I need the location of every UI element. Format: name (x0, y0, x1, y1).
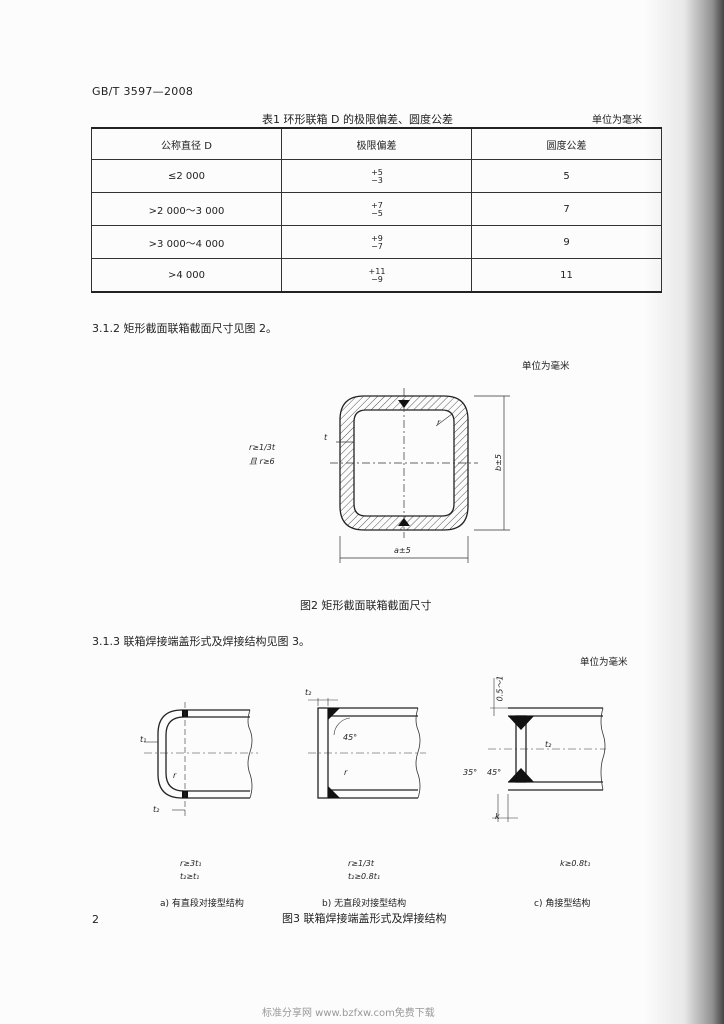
cell-deviation: +5−3 (281, 159, 472, 193)
fig2-rect-section-drawing (330, 388, 510, 563)
table-row: ≤2 000 +5−3 5 (91, 159, 662, 193)
fig3b-note-2: t₂≥0.8t₁ (348, 872, 381, 881)
fig3a-note-2: t₂≥t₁ (180, 872, 200, 881)
col-header-roundness: 圆度公差 (471, 127, 662, 160)
fig3c-k-label: k (495, 812, 500, 821)
section-3-1-2: 3.1.2 矩形截面联箱截面尺寸见图 2。 (92, 322, 277, 335)
table-row: >2 000～3 000 +7−5 7 (91, 192, 662, 226)
fig3b-angle-label: 45° (343, 733, 358, 742)
cell-diameter: >3 000～4 000 (91, 225, 282, 259)
cell-roundness: 11 (471, 258, 662, 293)
fig3c-note-1: k≥0.8t₁ (560, 859, 591, 868)
fig3b-t2-label: t₂ (305, 688, 312, 697)
fig3a-t1-label: t₁ (140, 735, 147, 744)
cell-roundness: 7 (471, 192, 662, 226)
footer-watermark: 标准分享网 www.bzfxw.com免费下载 (262, 1008, 435, 1019)
fig2-radius-label: r (437, 418, 441, 427)
fig3a-subcaption: a) 有直段对接型结构 (160, 899, 244, 909)
fig3a-r-label: r (173, 771, 177, 780)
fig3b-note-1: r≥1/3t (348, 859, 375, 868)
fig3-unit: 单位为毫米 (580, 657, 628, 668)
page-number: 2 (92, 913, 99, 926)
cell-roundness: 9 (471, 225, 662, 259)
fig2-width-dim: a±5 (394, 546, 411, 555)
fig3a-drawing (144, 702, 258, 818)
cell-diameter: >4 000 (91, 258, 282, 293)
fig2-unit: 单位为毫米 (522, 361, 570, 372)
cell-deviation: +9−7 (281, 225, 472, 259)
cell-deviation: +11−9 (281, 258, 472, 293)
fig3-caption: 图3 联箱焊接端盖形式及焊接结构 (282, 912, 447, 925)
fig3c-angle-1: 35° (463, 768, 478, 777)
fig2-height-dim: b±5 (493, 454, 503, 471)
table-header-row: 公称直径 D 极限偏差 圆度公差 (91, 127, 662, 160)
tolerance-table: 公称直径 D 极限偏差 圆度公差 ≤2 000 +5−3 5 >2 000～3 … (91, 127, 662, 293)
table-row: >3 000～4 000 +9−7 9 (91, 225, 662, 259)
fig3c-t2-label: t₂ (545, 740, 552, 749)
fig2-radius-condition-2: 且 r≥6 (249, 457, 275, 466)
fig3c-subcaption: c) 角接型结构 (534, 899, 591, 909)
cell-diameter: ≤2 000 (91, 159, 282, 193)
cell-deviation: +7−5 (281, 192, 472, 226)
cell-diameter: >2 000～3 000 (91, 192, 282, 226)
col-header-diameter: 公称直径 D (91, 127, 282, 160)
fig3c-dim-label: 0.5～1 (495, 675, 505, 702)
table1-unit: 单位为毫米 (592, 115, 642, 126)
table-row: >4 000 +11−9 11 (91, 258, 662, 293)
fig3b-subcaption: b) 无直段对接型结构 (322, 899, 407, 909)
fig3a-t2-label: t₂ (153, 805, 160, 814)
fig3c-drawing (488, 678, 606, 822)
table1-caption: 表1 环形联箱 D 的极限偏差、圆度公差 (262, 113, 453, 126)
col-header-deviation: 极限偏差 (281, 127, 472, 160)
cell-roundness: 5 (471, 159, 662, 193)
fig2-thickness-label: t (324, 433, 328, 442)
fig2-radius-condition: r≥1/3t (249, 443, 276, 452)
standard-number: GB/T 3597—2008 (92, 85, 194, 98)
fig3a-note-1: r≥3t₁ (180, 859, 202, 868)
fig2-caption: 图2 矩形截面联箱截面尺寸 (300, 599, 432, 612)
fig3b-drawing (308, 698, 426, 799)
section-3-1-3: 3.1.3 联箱焊接端盖形式及焊接结构见图 3。 (92, 635, 310, 648)
fig3c-angle-2: 45° (487, 768, 502, 777)
fig3b-r-label: r (344, 768, 348, 777)
